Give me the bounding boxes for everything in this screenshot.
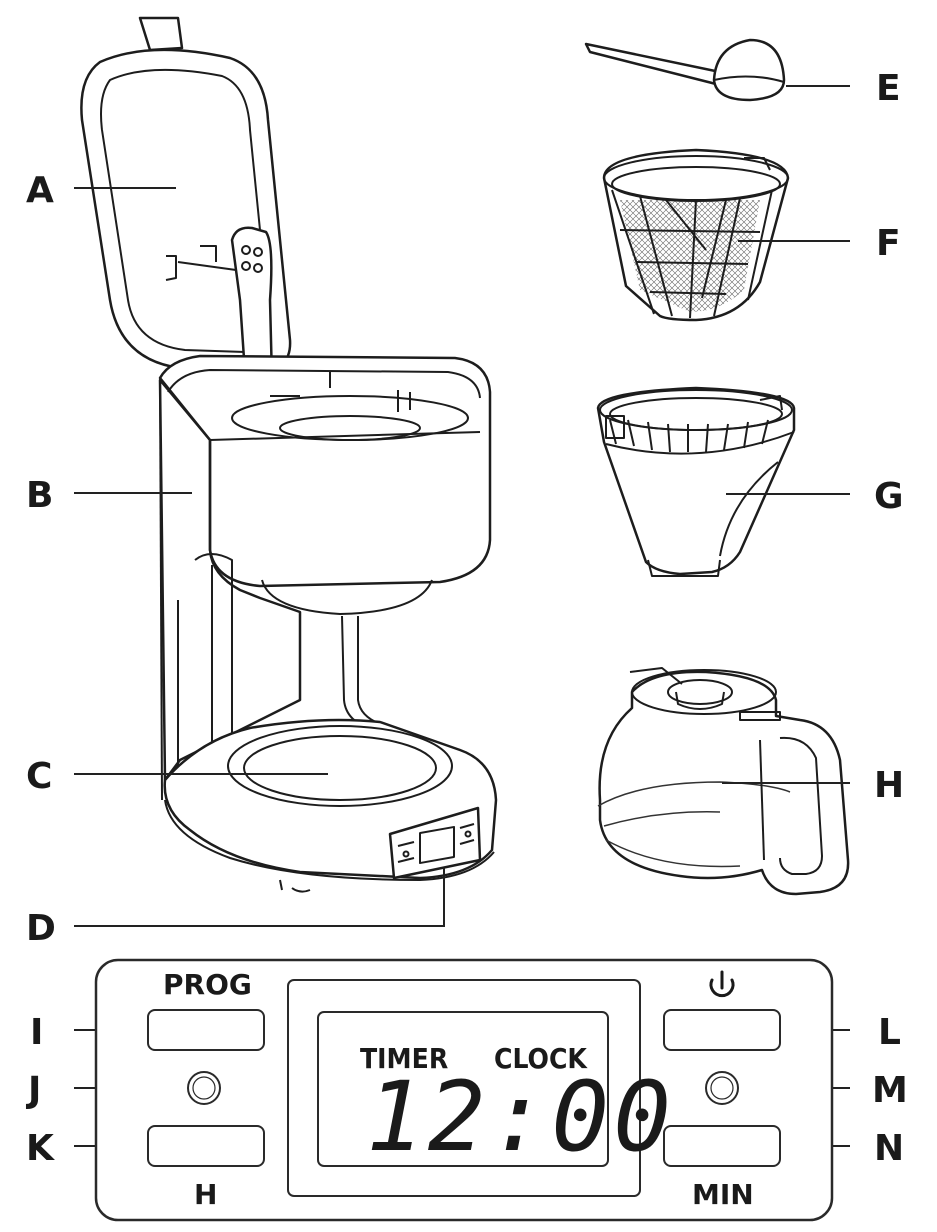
mesh-filter-part-f [602, 148, 790, 322]
scoop-part-e [584, 38, 786, 102]
label-j: J [25, 1070, 41, 1111]
label-a: A [26, 170, 54, 211]
clock-label: CLOCK [494, 1042, 588, 1075]
prog-button[interactable] [147, 1009, 265, 1051]
label-g: G [874, 476, 904, 517]
lcd-display [317, 1011, 609, 1167]
hour-button[interactable] [147, 1125, 265, 1167]
power-button[interactable] [663, 1009, 781, 1051]
prog-label: PROG [163, 968, 252, 1001]
timer-label: TIMER [360, 1042, 448, 1075]
min-label: MIN [692, 1178, 754, 1211]
label-c: C [26, 756, 52, 797]
label-l: L [878, 1012, 901, 1053]
warming-plate-part-c [163, 718, 498, 893]
label-d: D [26, 908, 56, 949]
control-panel-detail: PROG H MIN TIMER CLOCK 12:00 [94, 958, 834, 1222]
power-icon [709, 970, 735, 998]
label-k: K [26, 1128, 55, 1169]
hour-label: H [194, 1178, 217, 1211]
label-b: B [26, 475, 53, 516]
label-e: E [876, 68, 901, 109]
water-tank-part-b [158, 354, 492, 801]
label-i: I [30, 1012, 43, 1053]
label-n: N [874, 1128, 904, 1169]
clock-time-display: 12:00 [366, 1061, 675, 1173]
lid-part-a [80, 16, 292, 390]
label-h: H [874, 765, 904, 806]
label-f: F [876, 223, 901, 264]
carafe-part-h [597, 667, 850, 896]
coffee-maker [80, 16, 498, 893]
label-m: M [872, 1070, 908, 1111]
filter-holder-part-g [596, 386, 796, 577]
min-button[interactable] [663, 1125, 781, 1167]
